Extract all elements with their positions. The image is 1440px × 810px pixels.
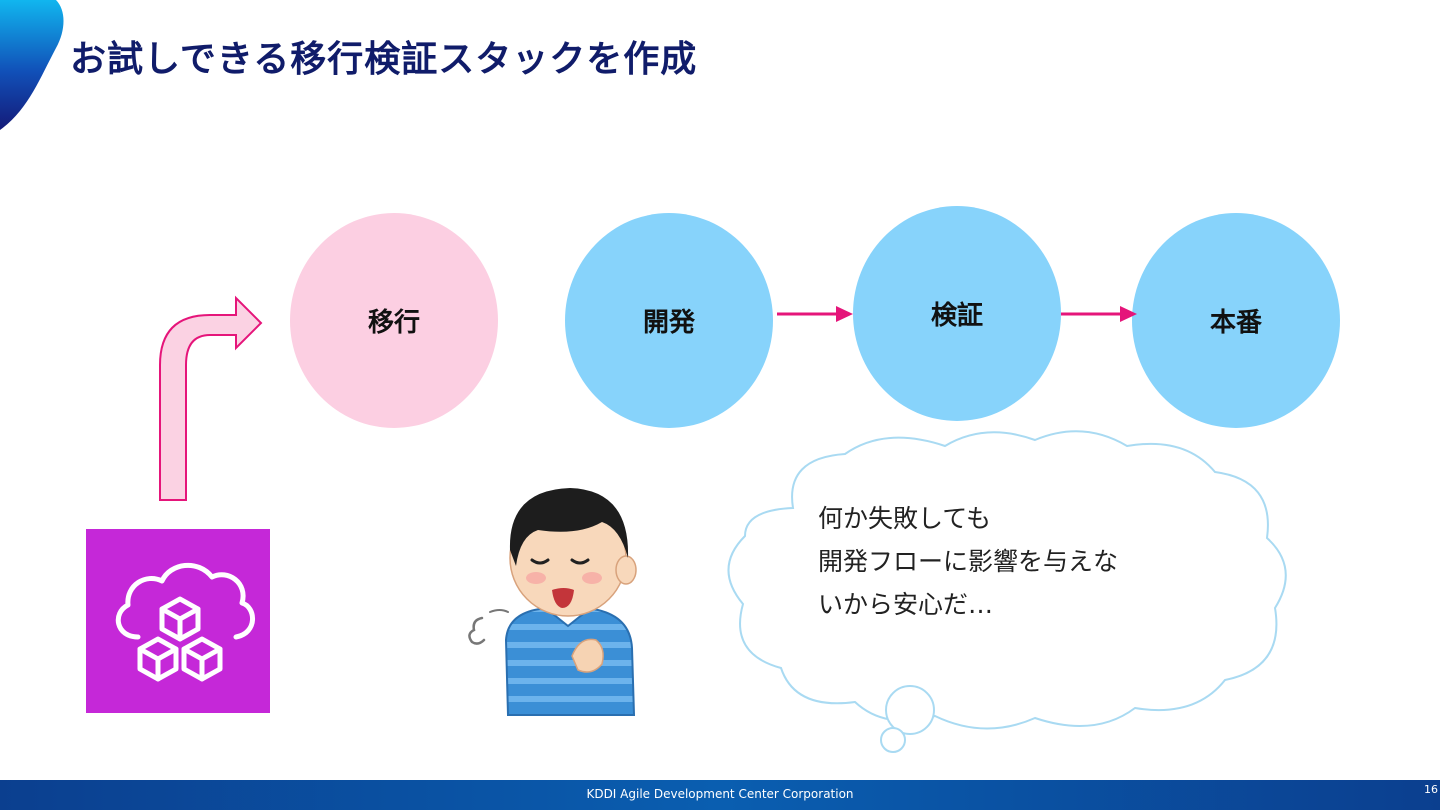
thought-line-1: 何か失敗しても xyxy=(818,504,992,533)
thought-cloud xyxy=(727,430,1287,753)
relieved-person-illustration xyxy=(468,488,637,716)
page-title: お試しできる移行検証スタックを作成 xyxy=(70,39,698,80)
page-number: 16 xyxy=(1424,783,1438,796)
footer-company: KDDI Agile Development Center Corporatio… xyxy=(586,787,854,801)
footer-bar xyxy=(0,780,1440,810)
stage-migrate: 移行 xyxy=(290,213,498,428)
stage-verify: 検証 xyxy=(853,206,1061,421)
stage-dev: 開発 xyxy=(565,213,773,428)
stage-migrate-label: 移行 xyxy=(367,308,420,338)
corner-decoration xyxy=(0,0,64,130)
stage-dev-label: 開発 xyxy=(642,308,695,338)
arrow-dev-to-verify xyxy=(777,306,853,322)
stage-prod-label: 本番 xyxy=(1209,308,1262,338)
arrow-verify-to-prod xyxy=(1061,306,1137,322)
stage-verify-label: 検証 xyxy=(930,301,983,331)
stage-prod: 本番 xyxy=(1132,213,1340,428)
bent-up-right-arrow xyxy=(159,295,263,501)
thought-text: 何か失敗しても 開発フローに影響を与えな いから安心だ… xyxy=(818,497,1118,626)
service-tile xyxy=(86,529,270,713)
cloud-cubes-icon xyxy=(115,562,255,682)
thought-line-2: 開発フローに影響を与えな xyxy=(818,547,1119,576)
thought-line-3: いから安心だ… xyxy=(818,590,994,619)
